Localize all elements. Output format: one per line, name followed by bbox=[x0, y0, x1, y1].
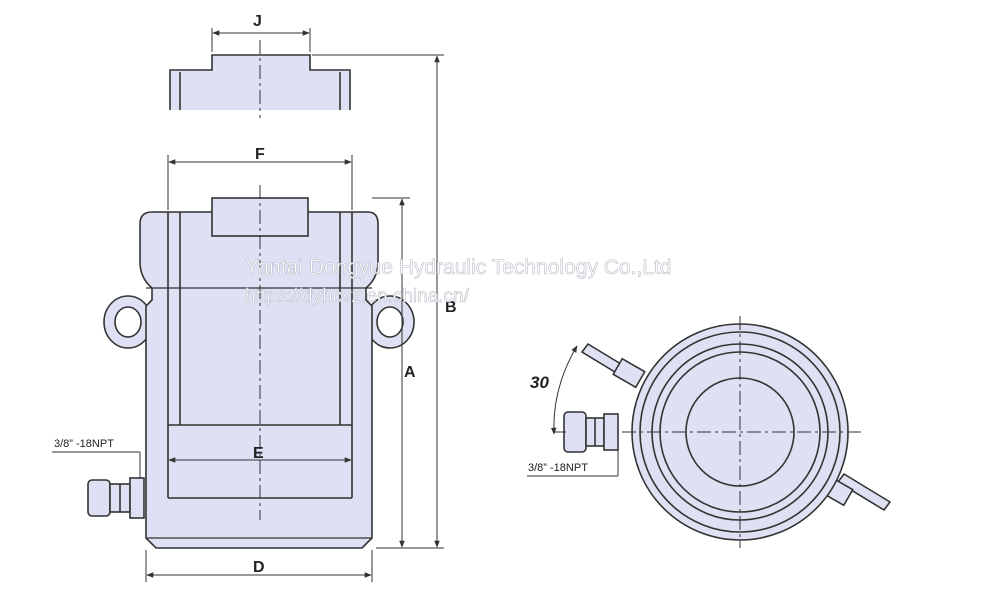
hydraulic-port-top bbox=[563, 411, 619, 453]
watermark-company: Yantai Dongyue Hydraulic Technology Co.,… bbox=[245, 256, 671, 279]
cylinder-body bbox=[139, 211, 379, 549]
angle-label: 30 bbox=[530, 373, 549, 392]
dimension-label-d: D bbox=[253, 559, 265, 576]
side-view bbox=[87, 54, 415, 549]
port-label-top: 3/8” -18NPT bbox=[528, 462, 588, 474]
top-centerlines bbox=[527, 316, 862, 548]
dimension-label-j: J bbox=[253, 13, 262, 30]
dimension-label-f: F bbox=[255, 146, 265, 163]
dimension-label-b: B bbox=[445, 299, 457, 316]
side-dimensions bbox=[52, 28, 444, 582]
port-label-side: 3/8” -18NPT bbox=[54, 438, 114, 450]
hydraulic-port-side bbox=[87, 477, 145, 519]
watermark-url: https://dyhcvz.en.china.cn/ bbox=[245, 286, 470, 307]
saddle bbox=[169, 54, 351, 110]
dimension-label-e: E bbox=[253, 445, 264, 462]
dimension-label-a: A bbox=[404, 364, 416, 381]
handle-upper bbox=[580, 342, 646, 389]
